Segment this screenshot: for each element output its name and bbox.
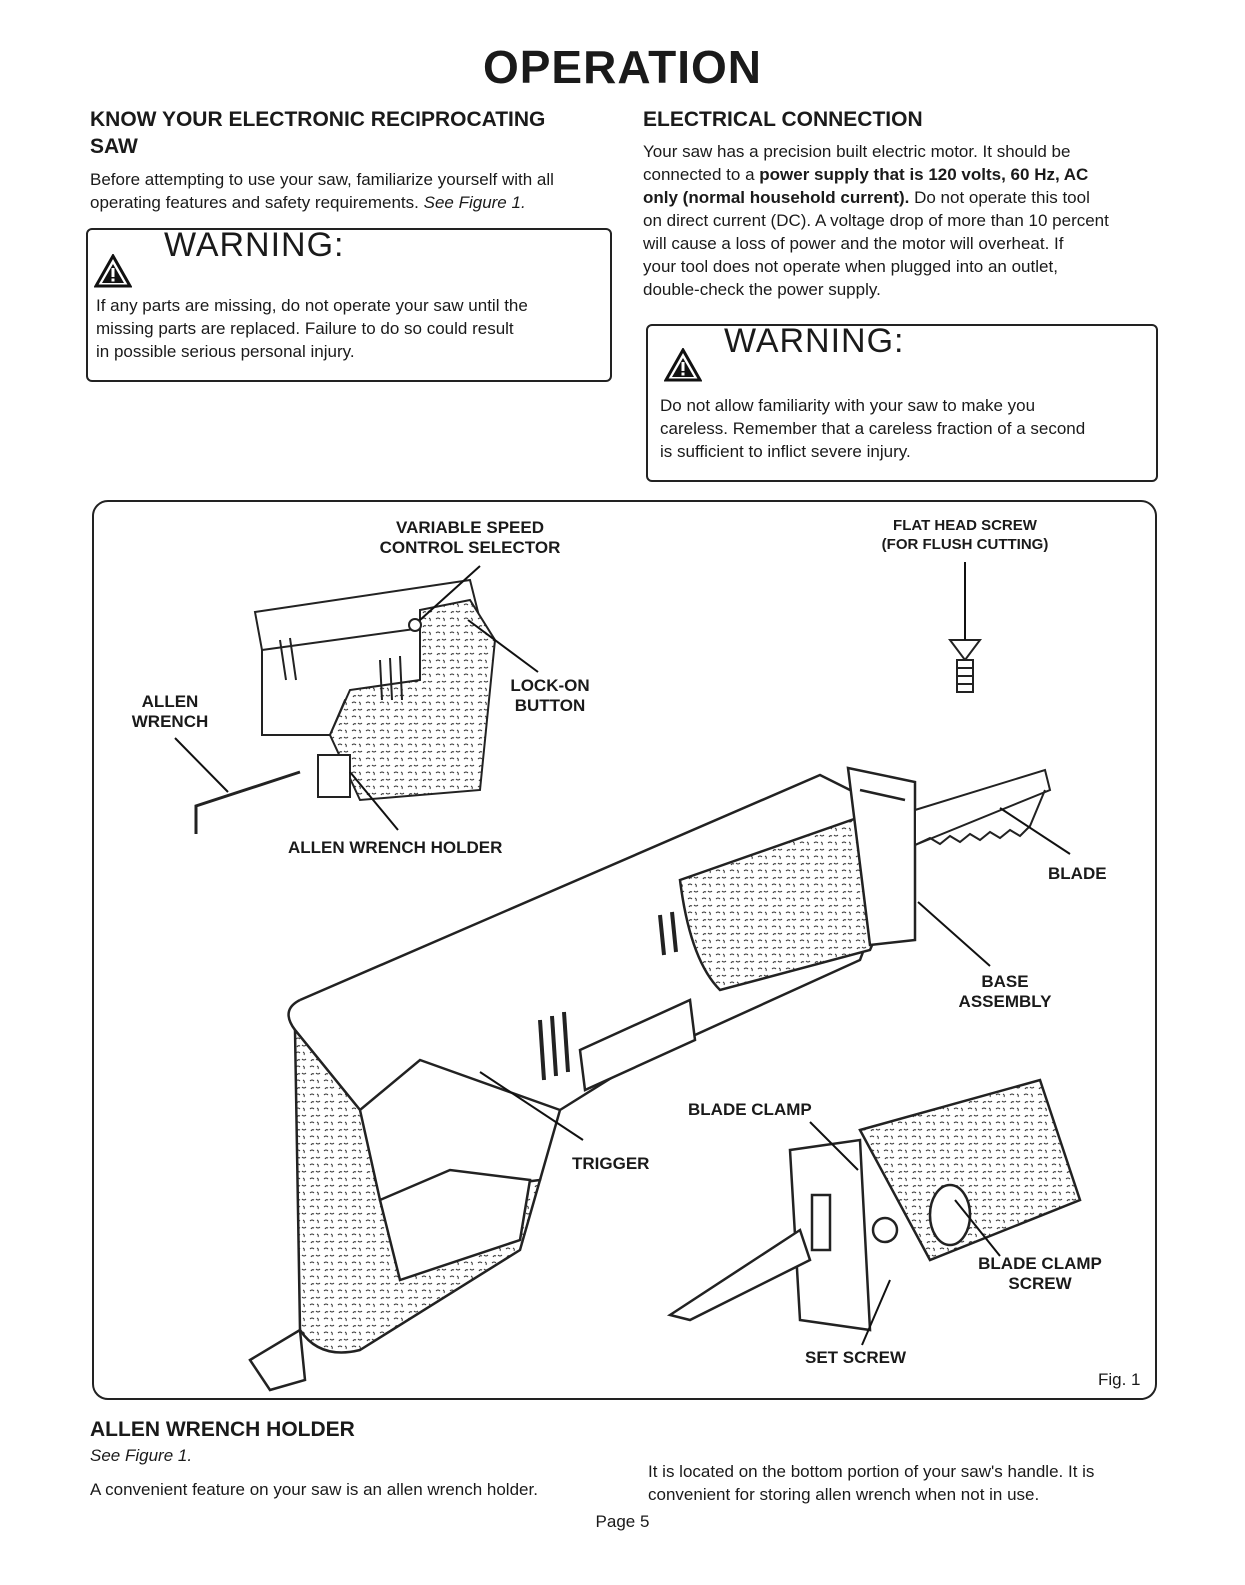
electrical-line3-bold: only (normal household current). <box>643 188 910 207</box>
electrical-line2: connected to a power supply that is 120 … <box>643 163 1163 186</box>
electrical-heading: ELECTRICAL CONNECTION <box>643 108 923 131</box>
electrical-line3-text: Do not operate this tool <box>909 188 1090 207</box>
warning-left-line1: If any parts are missing, do not operate… <box>96 296 528 315</box>
warning-title-right: WARNING: <box>724 322 905 360</box>
allen-wrench <box>194 770 301 834</box>
inset-saw-detail <box>253 578 497 802</box>
know-saw-body-line2-text: operating features and safety requiremen… <box>90 193 419 212</box>
warning-triangle-icon <box>94 254 132 288</box>
figure-caption: Fig. 1 <box>1098 1370 1141 1389</box>
base-assembly-label-line2: ASSEMBLY <box>958 992 1052 1011</box>
page-title: OPERATION <box>482 41 763 93</box>
blade-clamp-screw-label-line1: BLADE CLAMP <box>978 1254 1102 1273</box>
flat-head-screw-label-line2: (FOR FLUSH CUTTING) <box>881 536 1049 553</box>
flat-head-screw-label: FLAT HEAD SCREW (FOR FLUSH CUTTING) <box>860 516 1070 554</box>
allen-wrench-label: ALLEN WRENCH <box>115 692 225 732</box>
electrical-line2-bold: power supply that is 120 volts, 60 Hz, A… <box>759 165 1089 184</box>
allen-holder-text-left: A convenient feature on your saw is an a… <box>90 1480 538 1499</box>
warning-left-line3: in possible serious personal injury. <box>96 342 355 361</box>
electrical-line5: will cause a loss of power and the motor… <box>643 234 1064 253</box>
allen-wrench-label-line1: ALLEN <box>141 692 199 711</box>
base-assembly-label-line1: BASE <box>981 972 1029 991</box>
trigger-label: TRIGGER <box>572 1154 650 1173</box>
electrical-line6: your tool does not operate when plugged … <box>643 257 1058 276</box>
variable-speed-label-line1: VARIABLE SPEED <box>396 518 544 537</box>
electrical-line2-text: connected to a <box>643 165 760 184</box>
know-saw-body-line1: Before attempting to use your saw, famil… <box>90 170 554 189</box>
warning-box-left: WARNING: If any parts are missing, do no… <box>86 226 612 382</box>
allen-wrench-holder-label: ALLEN WRENCH HOLDER <box>288 838 503 857</box>
electrical-line1: Your saw has a precision built electric … <box>643 142 1071 161</box>
warning-title-left: WARNING: <box>164 226 345 264</box>
allen-holder-text-right: It is located on the bottom portion of y… <box>648 1460 1094 1506</box>
saw-blade <box>914 768 1052 847</box>
allen-holder-right-line2: convenient for storing allen wrench when… <box>648 1485 1040 1504</box>
variable-speed-label: VARIABLE SPEED CONTROL SELECTOR <box>360 518 580 558</box>
blade-clamp-detail <box>666 1078 1082 1332</box>
flat-head-screw <box>948 639 982 693</box>
base-assembly <box>846 766 917 947</box>
warning-right-line2: careless. Remember that a careless fract… <box>660 419 1086 438</box>
warning-text-right: Do not allow familiarity with your saw t… <box>660 394 1085 463</box>
electrical-line7: double-check the power supply. <box>643 280 881 299</box>
blade-clamp-screw-label-line2: SCREW <box>1008 1274 1072 1293</box>
warning-left-line2: missing parts are replaced. Failure to d… <box>96 319 514 338</box>
warning-box-right: WARNING: Do not allow familiarity with y… <box>646 322 1158 482</box>
warning-right-line3: is sufficient to inflict severe injury. <box>660 442 911 461</box>
know-saw-heading: KNOW YOUR ELECTRONIC RECIPROCATING SAW <box>90 106 545 160</box>
figure-reference: See Figure 1. <box>423 193 526 212</box>
lock-on-label-line2: BUTTON <box>514 696 586 715</box>
warning-right-line1: Do not allow familiarity with your saw t… <box>660 396 1036 415</box>
know-saw-heading-line1: KNOW YOUR ELECTRONIC RECIPROCATING <box>90 108 546 131</box>
main-saw-body <box>248 773 902 1392</box>
lock-on-button-label: LOCK-ON BUTTON <box>500 676 600 716</box>
know-saw-body: Before attempting to use your saw, famil… <box>90 168 620 214</box>
know-saw-heading-line2: SAW <box>90 135 138 158</box>
set-screw-label: SET SCREW <box>805 1348 907 1367</box>
warning-triangle-icon <box>664 348 702 382</box>
figure-frame <box>92 500 1157 1400</box>
electrical-line4: on direct current (DC). A voltage drop o… <box>643 211 1109 230</box>
allen-holder-heading: ALLEN WRENCH HOLDER <box>90 1418 355 1441</box>
variable-speed-label-line2: CONTROL SELECTOR <box>379 538 561 557</box>
flat-head-screw-label-line1: FLAT HEAD SCREW <box>893 517 1037 534</box>
electrical-line3: only (normal household current). Do not … <box>643 186 1163 209</box>
blade-label: BLADE <box>1048 864 1107 883</box>
page-number: Page 5 <box>595 1512 650 1531</box>
lock-on-label-line1: LOCK-ON <box>510 676 590 695</box>
allen-wrench-label-line2: WRENCH <box>131 712 209 731</box>
blade-clamp-screw-label: BLADE CLAMP SCREW <box>965 1254 1115 1294</box>
warning-text-left: If any parts are missing, do not operate… <box>96 294 528 363</box>
blade-clamp-label: BLADE CLAMP <box>688 1100 812 1119</box>
leader-lines <box>174 562 1071 1346</box>
base-assembly-label: BASE ASSEMBLY <box>945 972 1065 1012</box>
know-saw-body-line2: operating features and safety requiremen… <box>90 191 620 214</box>
allen-holder-figure-reference: See Figure 1. <box>90 1446 193 1465</box>
electrical-body: Your saw has a precision built electric … <box>643 140 1163 301</box>
allen-holder-right-line1: It is located on the bottom portion of y… <box>648 1462 1095 1481</box>
